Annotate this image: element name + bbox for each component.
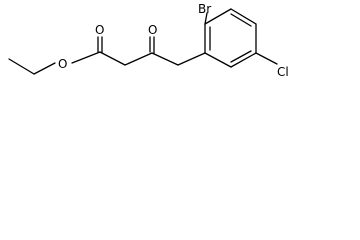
chemical-structure-diagram: Br Cl O O O: [8, 2, 289, 79]
atom-label-ester-carbonyl-oxygen: O: [95, 23, 104, 37]
atom-label-bromine: Br: [198, 2, 211, 16]
bond-ring-c5-c6: [230, 52, 257, 68]
bond-ethyl-ch3-ch2: [8, 58, 35, 75]
bond-ring-cl: [255, 52, 278, 65]
bond-ester-o-c: [71, 51, 101, 64]
bond-ch2-ketone-c: [124, 52, 153, 66]
bond-ester-c-ch2: [99, 51, 126, 66]
atom-label-ester-ether-oxygen: O: [58, 57, 67, 71]
bond-ring-c3-c4: [230, 8, 257, 25]
bond-ring-br: [204, 12, 208, 25]
atom-label-ketone-oxygen: O: [148, 23, 157, 37]
atom-label-chlorine: Cl: [277, 65, 289, 79]
bond-ch2-ring: [177, 52, 206, 66]
bond-ring-c2-c3: [204, 8, 232, 25]
bond-ring-c5-c6-inner: [230, 50, 252, 63]
bond-ring-c3-c4-inner: [230, 13, 252, 27]
bond-ketone-c-ch2: [151, 52, 179, 66]
bond-ethyl-ch2-o: [33, 62, 56, 75]
bond-ring-c6-c1: [204, 52, 232, 68]
